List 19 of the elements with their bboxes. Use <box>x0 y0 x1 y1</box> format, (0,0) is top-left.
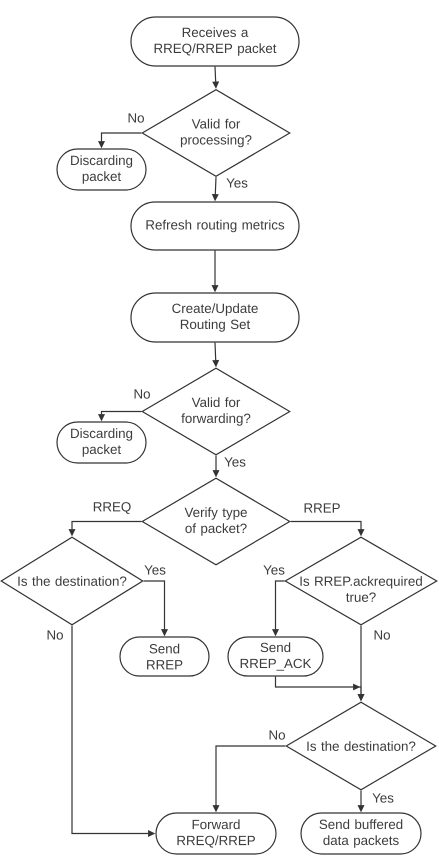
process-box: Send RREP <box>119 636 210 677</box>
process-box: Create/Update Routing Set <box>130 292 300 343</box>
edge-label: Yes <box>224 177 250 189</box>
edge-label: Yes <box>262 564 286 576</box>
edge-label: Yes <box>222 456 248 468</box>
edge-label: No <box>45 629 65 641</box>
edge-label: RREQ <box>91 500 133 516</box>
process-box: Receives a RREQ/RREP packet <box>130 16 300 67</box>
process-box: Discarding packet <box>56 421 147 464</box>
edge-label: No <box>267 729 287 741</box>
process-box: Refresh routing metrics <box>130 201 300 251</box>
edge-label: No <box>372 629 392 641</box>
edge-label: RREP <box>302 502 342 514</box>
process-box: Send buffered data packets <box>300 812 422 855</box>
process-box: Send RREP_ACK <box>227 636 324 677</box>
process-box: Forward RREQ/RREP <box>155 812 277 855</box>
edge-label: Yes <box>142 564 168 576</box>
edge-label: Yes <box>370 792 396 804</box>
process-box: Discarding packet <box>56 148 147 191</box>
